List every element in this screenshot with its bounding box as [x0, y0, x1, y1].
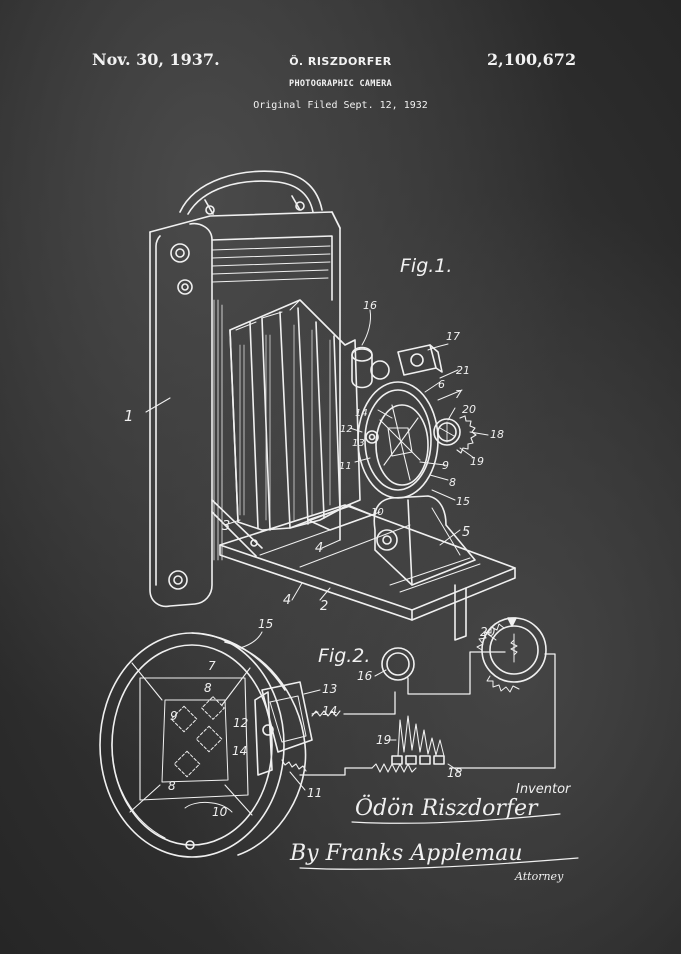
f2-numeral-18: 18 — [447, 766, 463, 780]
numeral-9: 9 — [442, 459, 449, 472]
numeral-4b: 4 — [283, 593, 291, 608]
numeral-19: 19 — [470, 455, 484, 468]
numeral-10: 10 — [371, 507, 384, 518]
numeral-21: 21 — [456, 364, 470, 377]
f2-numeral-11: 11 — [307, 786, 322, 800]
numeral-20: 20 — [462, 403, 476, 416]
numeral-2: 2 — [320, 599, 328, 614]
inventor-signature: Ödön Riszdorfer — [355, 794, 539, 821]
f2-numeral-14a: 14 — [322, 704, 337, 718]
f2-numeral-19: 19 — [376, 733, 391, 747]
numeral-16: 16 — [363, 299, 377, 312]
f2-numeral-7: 7 — [208, 659, 216, 673]
inventor-label: Inventor — [516, 782, 572, 797]
numeral-7: 7 — [455, 388, 462, 401]
f2-numeral-20: 20 — [480, 625, 496, 639]
numeral-5: 5 — [462, 525, 470, 540]
f2-numeral-10: 10 — [212, 805, 228, 819]
numeral-8: 8 — [449, 476, 456, 489]
attorney-label: Attorney — [514, 870, 564, 883]
figure-1-label: Fig.1. — [400, 255, 452, 277]
numeral-11: 11 — [339, 461, 352, 472]
patent-title: PHOTOGRAPHIC CAMERA — [289, 79, 392, 89]
numeral-1: 1 — [124, 407, 134, 425]
f2-numeral-13: 13 — [322, 682, 337, 696]
camera-figure-1 — [145, 170, 516, 641]
numeral-17: 17 — [446, 330, 460, 343]
f2-numeral-14b: 14 — [232, 744, 247, 758]
inventor-name: Ö. RISZDORFER — [289, 55, 392, 68]
numeral-15: 15 — [456, 495, 470, 508]
f2-numeral-8a: 8 — [204, 681, 212, 695]
signature-block: Inventor Ödön Riszdorfer By Franks Apple… — [289, 782, 572, 883]
f2-numeral-8b: 8 — [168, 779, 176, 793]
numeral-13: 13 — [352, 438, 365, 449]
attorney-by-line: By Franks Applemau — [289, 841, 523, 866]
numeral-4a: 4 — [315, 541, 323, 556]
f2-numeral-12: 12 — [233, 716, 248, 730]
figure-2-label: Fig.2. — [318, 645, 370, 667]
shutter-figure-2 — [99, 617, 556, 858]
numeral-6: 6 — [438, 378, 445, 391]
f2-numeral-16: 16 — [357, 669, 373, 683]
filing-note: Original Filed Sept. 12, 1932 — [253, 100, 428, 111]
numeral-18: 18 — [490, 428, 504, 441]
f2-numeral-9: 9 — [170, 709, 178, 723]
numeral-3: 3 — [222, 519, 230, 534]
numeral-12: 12 — [340, 424, 353, 435]
numeral-14: 14 — [355, 408, 368, 419]
patent-date: Nov. 30, 1937. — [92, 50, 220, 69]
reference-numerals: 1 2 3 4 4 5 6 7 8 9 10 11 12 13 14 15 16… — [124, 299, 504, 819]
patent-number: 2,100,672 — [487, 50, 577, 69]
f2-numeral-15: 15 — [258, 617, 273, 631]
